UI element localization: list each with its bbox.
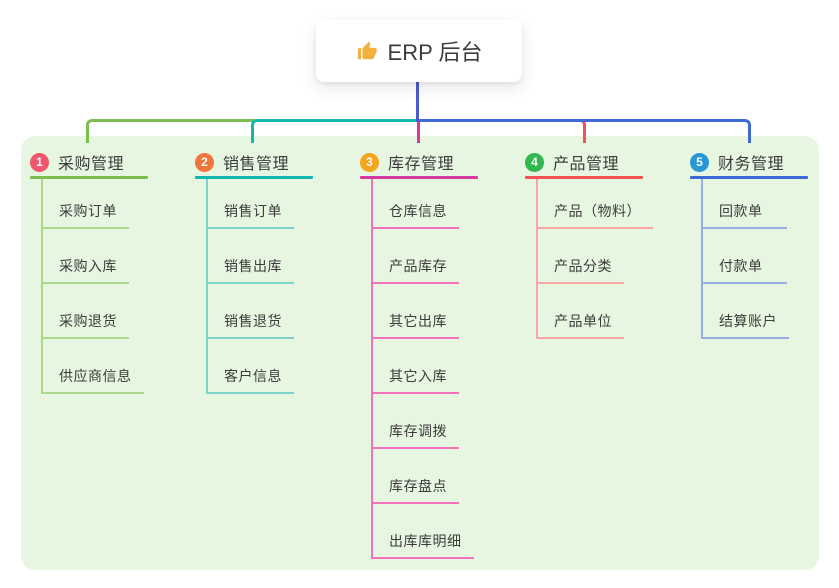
branch-underline: [690, 176, 808, 179]
branch-label: 产品管理: [553, 156, 620, 173]
child-item[interactable]: 其它出库: [373, 284, 459, 339]
branch-underline: [195, 176, 313, 179]
branch-header-5[interactable]: 5 财务管理: [690, 147, 784, 177]
branches-panel: [21, 136, 819, 570]
branch-header-1[interactable]: 1 采购管理: [30, 147, 124, 177]
child-item[interactable]: 其它入库: [373, 339, 459, 394]
child-item[interactable]: 付款单: [703, 229, 787, 284]
thumbs-up-icon: [356, 40, 378, 62]
child-item[interactable]: 仓库信息: [373, 179, 459, 229]
branch-children-5: 回款单付款单结算账户: [701, 179, 789, 339]
branch-label: 财务管理: [718, 156, 785, 173]
child-item[interactable]: 产品单位: [538, 284, 624, 339]
root-label: ERP 后台: [387, 40, 483, 65]
child-item[interactable]: 客户信息: [208, 339, 294, 394]
child-item[interactable]: 销售订单: [208, 179, 294, 229]
branch-connector-3: [417, 121, 420, 143]
branch-number-badge: 3: [360, 152, 379, 172]
branch-header-3[interactable]: 3 库存管理: [360, 147, 454, 177]
branch-label: 库存管理: [388, 156, 455, 173]
child-item[interactable]: 产品分类: [538, 229, 624, 284]
branch-children-1: 采购订单采购入库采购退货供应商信息: [41, 179, 144, 394]
branch-label: 采购管理: [58, 156, 125, 173]
child-item[interactable]: 出库库明细: [373, 504, 474, 559]
branch-underline: [360, 176, 478, 179]
child-item[interactable]: 采购订单: [43, 179, 129, 229]
child-item[interactable]: 销售退货: [208, 284, 294, 339]
branch-connector-5: [417, 119, 751, 143]
branch-connector-2: [251, 119, 420, 143]
child-item[interactable]: 产品（物料）: [538, 179, 653, 229]
branch-underline: [525, 176, 643, 179]
child-item[interactable]: 产品库存: [373, 229, 459, 284]
root-node[interactable]: ERP 后台: [316, 20, 522, 82]
child-item[interactable]: 回款单: [703, 179, 787, 229]
branch-header-4[interactable]: 4 产品管理: [525, 147, 619, 177]
child-item[interactable]: 采购退货: [43, 284, 129, 339]
child-item[interactable]: 库存盘点: [373, 449, 459, 504]
child-item[interactable]: 供应商信息: [43, 339, 144, 394]
branch-children-2: 销售订单销售出库销售退货客户信息: [206, 179, 294, 394]
child-item[interactable]: 采购入库: [43, 229, 129, 284]
branch-children-3: 仓库信息产品库存其它出库其它入库库存调拨库存盘点出库库明细: [371, 179, 474, 559]
branch-number-badge: 5: [690, 152, 709, 172]
branch-children-4: 产品（物料）产品分类产品单位: [536, 179, 653, 339]
branch-number-badge: 1: [30, 152, 49, 172]
root-stem-connector: [416, 81, 419, 122]
child-item[interactable]: 销售出库: [208, 229, 294, 284]
branch-underline: [30, 176, 148, 179]
child-item[interactable]: 结算账户: [703, 284, 789, 339]
child-item[interactable]: 库存调拨: [373, 394, 459, 449]
branch-header-2[interactable]: 2 销售管理: [195, 147, 289, 177]
branch-number-badge: 2: [195, 152, 214, 172]
branch-label: 销售管理: [223, 156, 290, 173]
branch-number-badge: 4: [525, 152, 544, 172]
